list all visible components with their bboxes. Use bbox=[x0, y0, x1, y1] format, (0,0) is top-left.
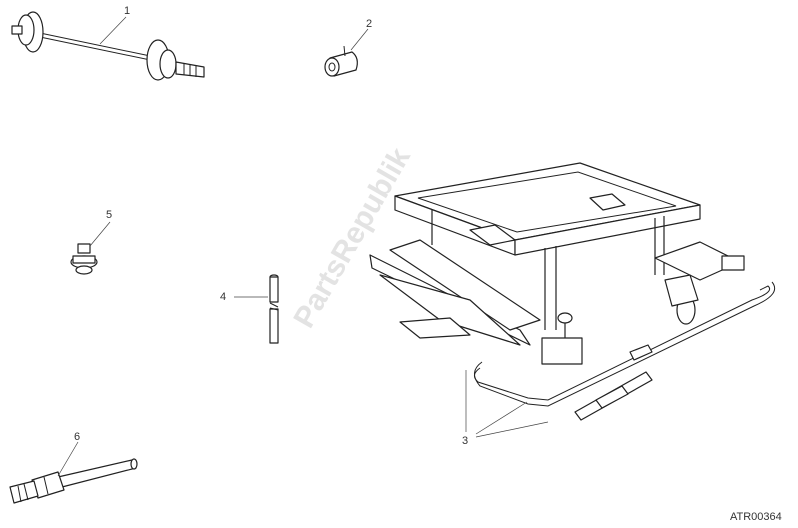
part-2-sleeve bbox=[324, 45, 358, 77]
drawing-reference-code: ATR00364 bbox=[730, 511, 782, 523]
callout-4: 4 bbox=[220, 291, 226, 303]
callout-1: 1 bbox=[124, 5, 130, 17]
callout-2: 2 bbox=[366, 18, 372, 30]
watermark: PartsRepublik bbox=[287, 142, 417, 333]
part-4-pin bbox=[269, 274, 279, 344]
part-5-plug bbox=[70, 243, 98, 275]
part-3-lift-stand bbox=[369, 162, 776, 421]
part-6-shaft bbox=[9, 458, 138, 504]
callout-5: 5 bbox=[106, 209, 112, 221]
part-1-axle-tool bbox=[11, 11, 205, 81]
callout-6: 6 bbox=[74, 431, 80, 443]
callout-3: 3 bbox=[462, 435, 468, 447]
